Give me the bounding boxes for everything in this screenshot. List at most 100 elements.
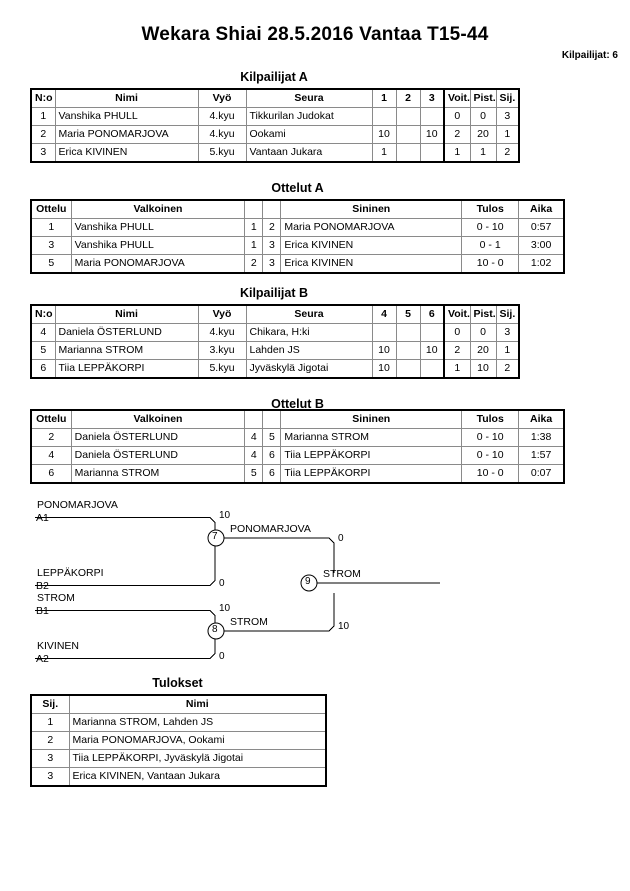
cell-rank: 1	[495, 125, 520, 144]
bracket-entrant-seed-1: A1	[36, 512, 49, 524]
pool-a-col-no: N:o	[30, 88, 56, 108]
pool-b-col-s6: 6	[419, 304, 445, 324]
cell-score: 10	[419, 125, 445, 144]
cell-score	[395, 125, 421, 144]
cell-score	[395, 107, 421, 126]
results-table: Sij. Nimi 1 Marianna STROM, Lahden JS 2 …	[30, 694, 327, 787]
matches-a-col-match: Ottelu	[30, 199, 72, 219]
cell-white-no: 2	[244, 254, 264, 274]
cell-white: Daniela ÖSTERLUND	[70, 446, 246, 465]
cell-result: 10 - 0	[461, 254, 520, 274]
cell-club: Tikkurilan Judokat	[245, 107, 373, 126]
pool-b-col-no: N:o	[30, 304, 56, 324]
cell-time: 0:57	[518, 218, 565, 237]
cell-score: 10	[419, 341, 445, 360]
bracket-line-entrant-4	[35, 636, 216, 659]
bracket-line-entrant-3	[35, 610, 216, 626]
section-caption-matches-a: Ottelut A	[271, 181, 324, 195]
table-row: 2 Maria PONOMARJOVA, Ookami	[30, 731, 327, 750]
cell-time: 3:00	[518, 236, 565, 255]
pool-b-col-s5: 5	[395, 304, 421, 324]
cell-club: Jyväskylä Jigotai	[245, 359, 373, 379]
bracket-entrant-seed-3: B1	[36, 605, 49, 617]
cell-score	[419, 107, 445, 126]
cell-grade: 4.kyu	[197, 107, 247, 126]
bracket-node-7-bottom-score: 0	[219, 578, 225, 589]
matches-b-col-result: Tulos	[461, 409, 520, 429]
cell-blue-no: 2	[262, 218, 282, 237]
cell-blue-no: 3	[262, 236, 282, 255]
bracket-node-9-winner: STROM	[323, 568, 361, 580]
cell-name: Vanshika PHULL	[54, 107, 199, 126]
cell-time: 1:57	[518, 446, 565, 465]
table-row: 1 Vanshika PHULL 1 2 Maria PONOMARJOVA 0…	[30, 218, 565, 237]
section-caption-matches-b: Ottelut B	[271, 397, 324, 411]
pool-a-col-wins: Voit.	[443, 88, 471, 108]
cell-club: Ookami	[245, 125, 373, 144]
pool-b-table: N:o Nimi Vyö Seura 4 5 6 Voit. Pist. Sij…	[30, 304, 520, 379]
matches-a-col-white: Valkoinen	[70, 199, 246, 219]
cell-match: 2	[30, 428, 72, 447]
pool-a-col-s2: 2	[395, 88, 421, 108]
bracket-entrant-seed-4: A2	[36, 653, 49, 665]
cell-points: 0	[469, 323, 497, 342]
cell-time: 1:02	[518, 254, 565, 274]
bracket-node-7-winner: PONOMARJOVA	[230, 523, 311, 535]
results-col-rank: Sij.	[30, 694, 70, 714]
bracket-node-7-top-score: 10	[219, 510, 231, 521]
cell-rank: 2	[30, 731, 70, 750]
table-row: 2 Maria PONOMARJOVA 4.kyu Ookami 10 10 2…	[30, 125, 520, 144]
cell-wins: 1	[443, 143, 471, 163]
bracket-node-9-id: 9	[305, 576, 311, 587]
cell-result: 10 - 0	[461, 464, 520, 484]
bracket-node-8-bottom-score: 0	[219, 651, 225, 662]
cell-match: 1	[30, 218, 72, 237]
cell-rank: 3	[30, 767, 70, 787]
bracket-entrant-name-2: LEPPÄKORPI	[37, 567, 104, 579]
cell-white: Vanshika PHULL	[70, 218, 246, 237]
page-title: Wekara Shiai 28.5.2016 Vantaa T15-44	[141, 24, 489, 45]
cell-white-no: 1	[244, 218, 264, 237]
bracket-entrant-name-1: PONOMARJOVA	[37, 499, 118, 511]
cell-rank: 2	[495, 359, 520, 379]
cell-name: Marianna STROM, Lahden JS	[68, 713, 327, 732]
bracket-node-9-bottom-score: 10	[338, 621, 350, 632]
pool-b-col-name: Nimi	[54, 304, 199, 324]
matches-b-col-blue: Sininen	[280, 409, 463, 429]
cell-wins: 2	[443, 125, 471, 144]
bracket-node-8-top-score: 10	[219, 603, 231, 614]
bracket-entrant-seed-2: B2	[36, 580, 49, 592]
cell-points: 20	[469, 341, 497, 360]
cell-rank: 3	[495, 107, 520, 126]
cell-score: 10	[371, 125, 397, 144]
bracket-node-9-circle	[300, 574, 318, 592]
cell-match: 4	[30, 446, 72, 465]
matches-b-table: Ottelu Valkoinen Sininen Tulos Aika 2 Da…	[30, 409, 565, 484]
pool-a-col-s1: 1	[371, 88, 397, 108]
cell-points: 1	[469, 143, 497, 163]
cell-points: 20	[469, 125, 497, 144]
cell-score	[395, 143, 421, 163]
table-row: 2 Daniela ÖSTERLUND 4 5 Marianna STROM 0…	[30, 428, 565, 447]
bracket-line-node7-out	[224, 537, 335, 573]
results-col-name: Nimi	[68, 694, 327, 714]
entrant-count-label: Kilpailijat: 6	[561, 50, 618, 61]
pool-a-col-grade: Vyö	[197, 88, 247, 108]
cell-white: Daniela ÖSTERLUND	[70, 428, 246, 447]
cell-rank: 3	[30, 749, 70, 768]
pool-b-col-points: Pist.	[469, 304, 497, 324]
table-row: 4 Daniela ÖSTERLUND 4 6 Tiia LEPPÄKORPI …	[30, 446, 565, 465]
cell-blue: Tiia LEPPÄKORPI	[280, 464, 463, 484]
cell-blue: Maria PONOMARJOVA	[280, 218, 463, 237]
cell-no: 6	[30, 359, 56, 379]
table-row: 3 Vanshika PHULL 1 3 Erica KIVINEN 0 - 1…	[30, 236, 565, 255]
cell-blue-no: 6	[262, 464, 282, 484]
pool-a-col-name: Nimi	[54, 88, 199, 108]
table-row: 6 Marianna STROM 5 6 Tiia LEPPÄKORPI 10 …	[30, 464, 565, 484]
bracket-entrant-name-3: STROM	[37, 592, 75, 604]
cell-club: Lahden JS	[245, 341, 373, 360]
matches-b-col-wno	[244, 409, 264, 429]
matches-b-col-white: Valkoinen	[70, 409, 246, 429]
cell-blue: Marianna STROM	[280, 428, 463, 447]
cell-white-no: 4	[244, 428, 264, 447]
